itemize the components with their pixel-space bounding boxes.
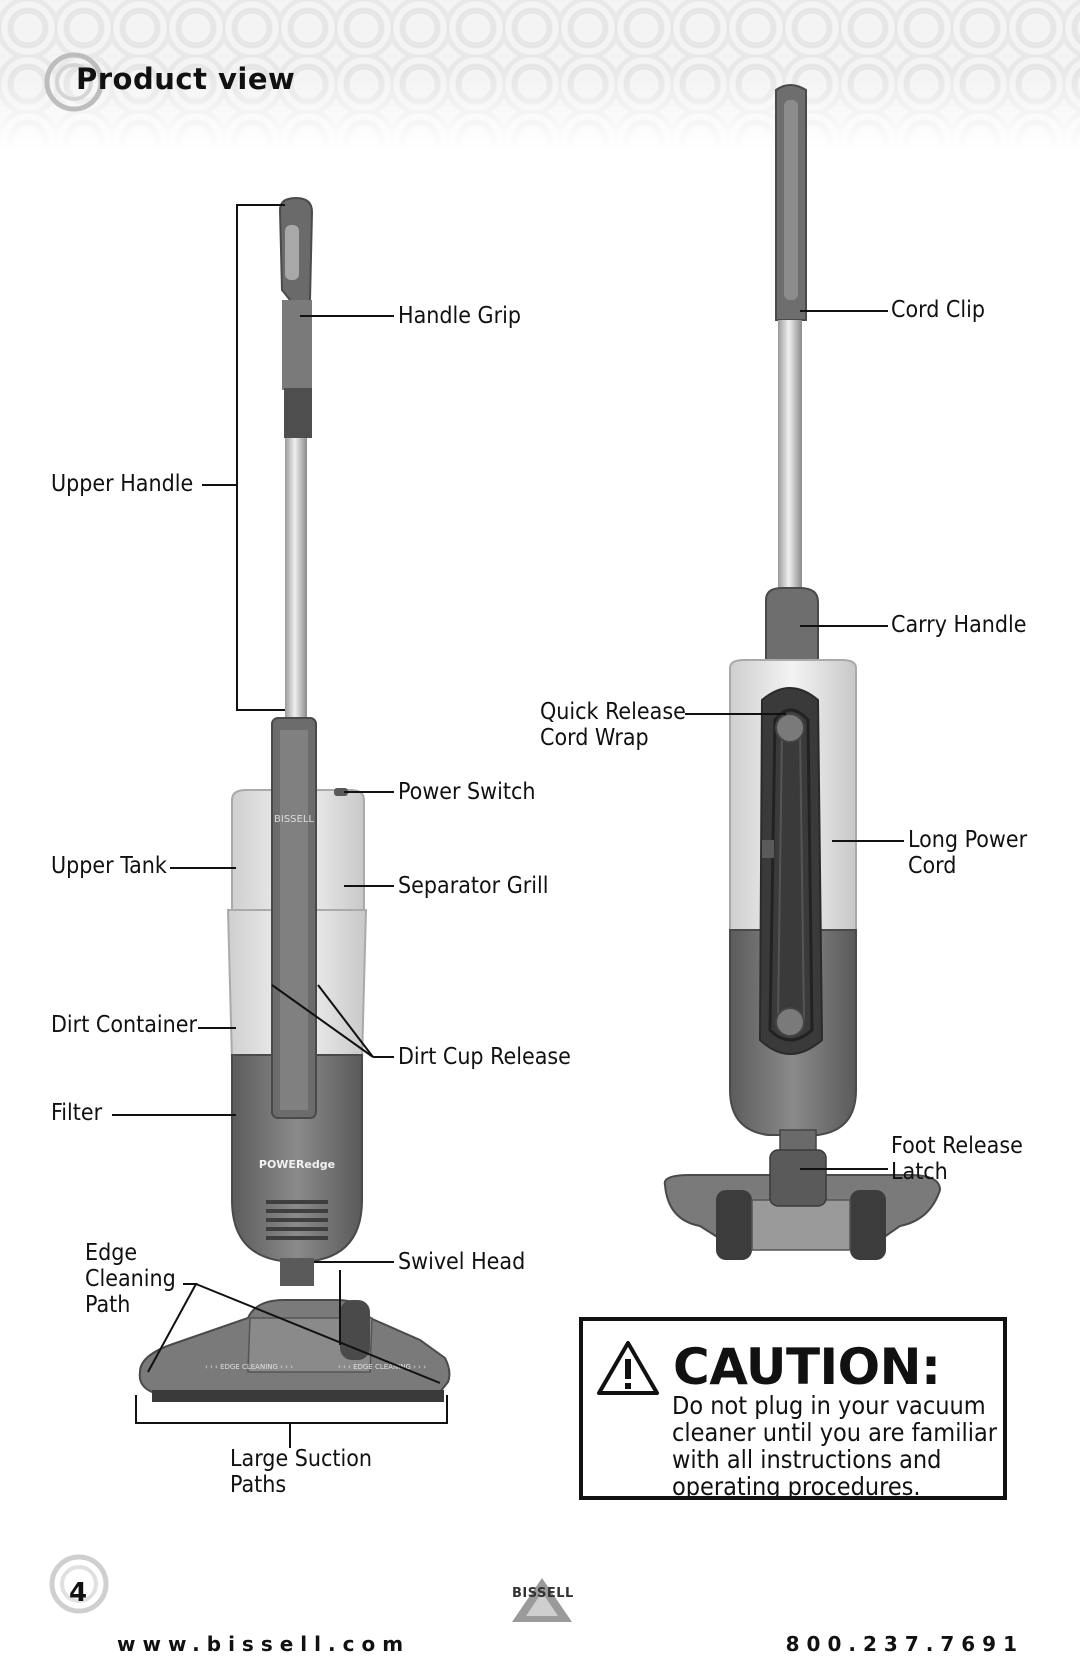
caution-box: CAUTION: Do not plug in your vacuum clea… xyxy=(579,1317,1007,1500)
label-swivel-head: Swivel Head xyxy=(398,1249,526,1275)
page-swirl-icon xyxy=(49,1554,109,1614)
body-logo: BISSELL xyxy=(274,814,314,825)
page-title: Product view xyxy=(76,62,296,96)
label-upper-handle: Upper Handle xyxy=(51,471,194,497)
upper-handle-pole xyxy=(285,438,307,718)
header-pattern xyxy=(0,0,1080,150)
svg-text:‹ ‹ ‹ EDGE CLEANING › › ›: ‹ ‹ ‹ EDGE CLEANING › › › xyxy=(338,1363,426,1371)
brand-logo-text: BISSELL xyxy=(512,1586,574,1601)
warning-triangle-icon xyxy=(597,1341,659,1395)
caution-text: Do not plug in your vacuum cleaner until… xyxy=(672,1391,997,1501)
label-separator-grill: Separator Grill xyxy=(398,873,549,899)
label-large-suction-paths: Large Suction Paths xyxy=(230,1446,373,1498)
label-carry-handle: Carry Handle xyxy=(891,612,1027,638)
footer-website: www.bissell.com xyxy=(117,1632,411,1656)
page-number: 4 xyxy=(69,1578,88,1608)
model-name: POWERedge xyxy=(259,1158,335,1171)
label-power-switch: Power Switch xyxy=(398,779,536,805)
label-edge-cleaning-path: Edge Cleaning Path xyxy=(85,1240,176,1318)
carry-handle xyxy=(765,587,819,661)
brand-logo-icon xyxy=(512,1578,572,1622)
label-dirt-cup-release: Dirt Cup Release xyxy=(398,1044,571,1070)
label-dirt-container: Dirt Container xyxy=(51,1012,197,1038)
label-filter: Filter xyxy=(51,1100,103,1126)
svg-text:‹ ‹ ‹ EDGE CLEANING › › ›: ‹ ‹ ‹ EDGE CLEANING › › › xyxy=(205,1363,293,1371)
label-handle-grip: Handle Grip xyxy=(398,303,521,329)
label-long-power-cord: Long Power Cord xyxy=(908,827,1028,879)
label-quick-release-cord-wrap: Quick Release Cord Wrap xyxy=(540,699,686,751)
footer-phone: 800.237.7691 xyxy=(785,1632,1024,1656)
leader-lines xyxy=(112,204,904,1448)
vent-grille xyxy=(266,1200,328,1240)
label-foot-release-latch: Foot Release Latch xyxy=(891,1133,1023,1185)
back-vacuum xyxy=(663,84,942,1260)
label-cord-clip: Cord Clip xyxy=(891,297,986,323)
caution-title: CAUTION: xyxy=(673,1338,941,1396)
label-upper-tank: Upper Tank xyxy=(51,853,167,879)
swirl-icon xyxy=(44,52,104,112)
front-vacuum: BISSELL POWERedge ‹ ‹ ‹ EDGE CLEANING › … xyxy=(138,196,451,1402)
